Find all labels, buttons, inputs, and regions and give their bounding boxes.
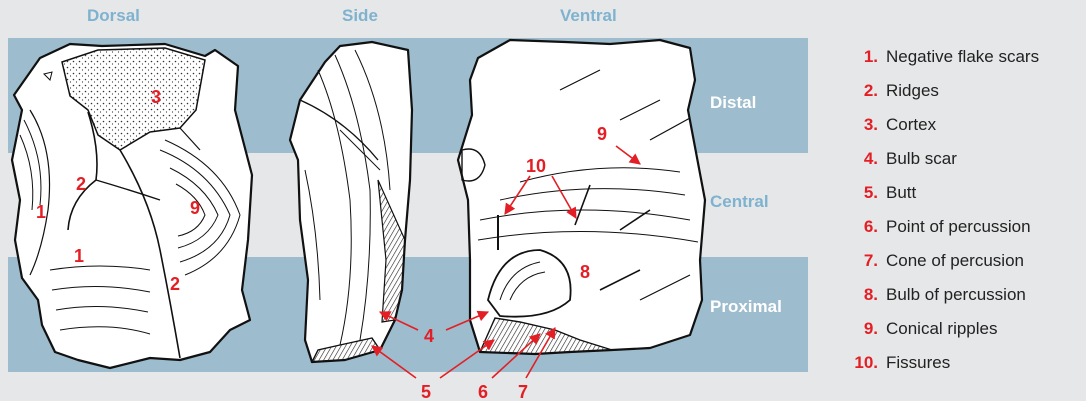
legend-number: 2.	[838, 78, 878, 104]
legend-number: 3.	[838, 112, 878, 138]
legend-text: Fissures	[886, 353, 950, 372]
legend-item: 7. Cone of percusion	[838, 248, 1039, 282]
legend-text: Bulb of percussion	[886, 285, 1026, 304]
legend-item: 5. Butt	[838, 180, 1039, 214]
side-flake	[290, 42, 412, 362]
legend-number: 6.	[838, 214, 878, 240]
legend-number: 9.	[838, 316, 878, 342]
label-2-dorsal-left: 2	[76, 174, 86, 194]
legend-text: Negative flake scars	[886, 47, 1039, 66]
legend-number: 5.	[838, 180, 878, 206]
legend-item: 6. Point of percussion	[838, 214, 1039, 248]
label-4: 4	[424, 326, 434, 346]
legend-item: 4. Bulb scar	[838, 146, 1039, 180]
label-9-ventral: 9	[597, 124, 607, 144]
legend-text: Conical ripples	[886, 319, 998, 338]
ventral-flake	[458, 40, 705, 354]
legend-number: 4.	[838, 146, 878, 172]
label-1-dorsal-lower: 1	[74, 246, 84, 266]
dorsal-flake	[12, 44, 252, 368]
label-2-dorsal-lower: 2	[170, 274, 180, 294]
legend: 1. Negative flake scars 2. Ridges 3. Cortex…	[838, 44, 1039, 384]
label-5: 5	[421, 382, 431, 401]
legend-number: 8.	[838, 282, 878, 308]
legend-text: Bulb scar	[886, 149, 957, 168]
legend-item: 2. Ridges	[838, 78, 1039, 112]
legend-number: 1.	[838, 44, 878, 70]
legend-item: 8. Bulb of percussion	[838, 282, 1039, 316]
legend-number: 10.	[838, 350, 878, 376]
legend-text: Cortex	[886, 115, 936, 134]
legend-text: Point of percussion	[886, 217, 1031, 236]
legend-text: Cone of percusion	[886, 251, 1024, 270]
label-1-dorsal-left: 1	[36, 202, 46, 222]
legend-item: 9. Conical ripples	[838, 316, 1039, 350]
legend-text: Ridges	[886, 81, 939, 100]
label-8: 8	[580, 262, 590, 282]
label-9-dorsal: 9	[190, 198, 200, 218]
legend-item: 10. Fissures	[838, 350, 1039, 384]
legend-item: 1. Negative flake scars	[838, 44, 1039, 78]
legend-text: Butt	[886, 183, 916, 202]
label-10: 10	[526, 156, 546, 176]
label-3-dorsal: 3	[151, 87, 161, 107]
label-6: 6	[478, 382, 488, 401]
legend-number: 7.	[838, 248, 878, 274]
label-7: 7	[518, 382, 528, 401]
legend-item: 3. Cortex	[838, 112, 1039, 146]
